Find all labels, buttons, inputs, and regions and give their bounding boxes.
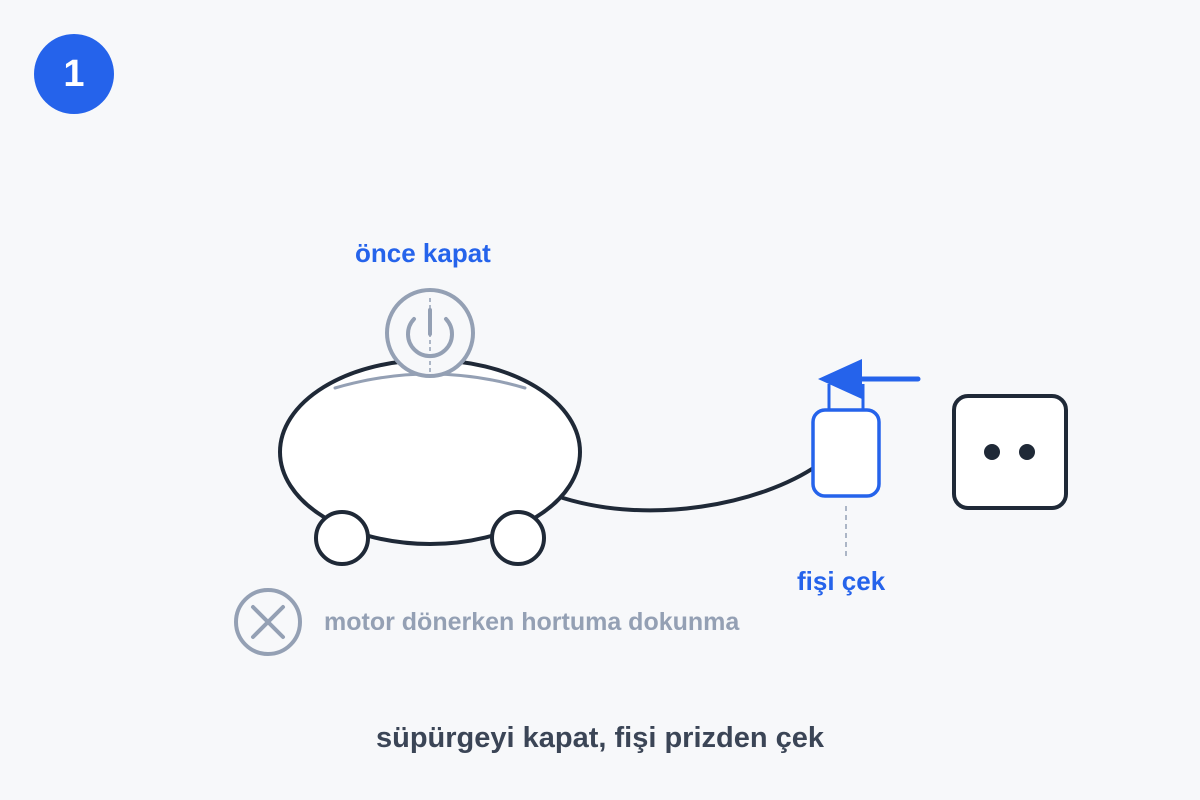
- plug-body: [811, 408, 881, 498]
- wall-socket-icon: [952, 394, 1068, 510]
- warning-ring: [234, 588, 302, 656]
- unplug-label: fişi çek: [797, 566, 886, 596]
- step-number-badge: 1: [34, 34, 114, 114]
- power-cord: [561, 463, 820, 513]
- plug-icon: [811, 384, 881, 556]
- socket-hole-left: [984, 444, 1000, 460]
- warning-cross-b: [251, 605, 285, 639]
- vacuum-cleaner-icon: [278, 358, 582, 566]
- warning-label: motor dönerken hortuma dokunma: [324, 608, 740, 636]
- close-circle-icon: [234, 588, 302, 656]
- arrow-left-icon: [818, 359, 921, 399]
- socket-hole-right: [1019, 444, 1035, 460]
- vacuum-wheel-left: [314, 510, 370, 566]
- power-icon: [385, 288, 475, 378]
- socket-plate: [952, 394, 1068, 510]
- arrow-head: [818, 359, 862, 399]
- power-off-label: önce kapat: [355, 238, 491, 268]
- step-caption: süpürgeyi kapat, fişi prizden çek: [375, 722, 825, 754]
- vacuum-wheel-right: [490, 510, 546, 566]
